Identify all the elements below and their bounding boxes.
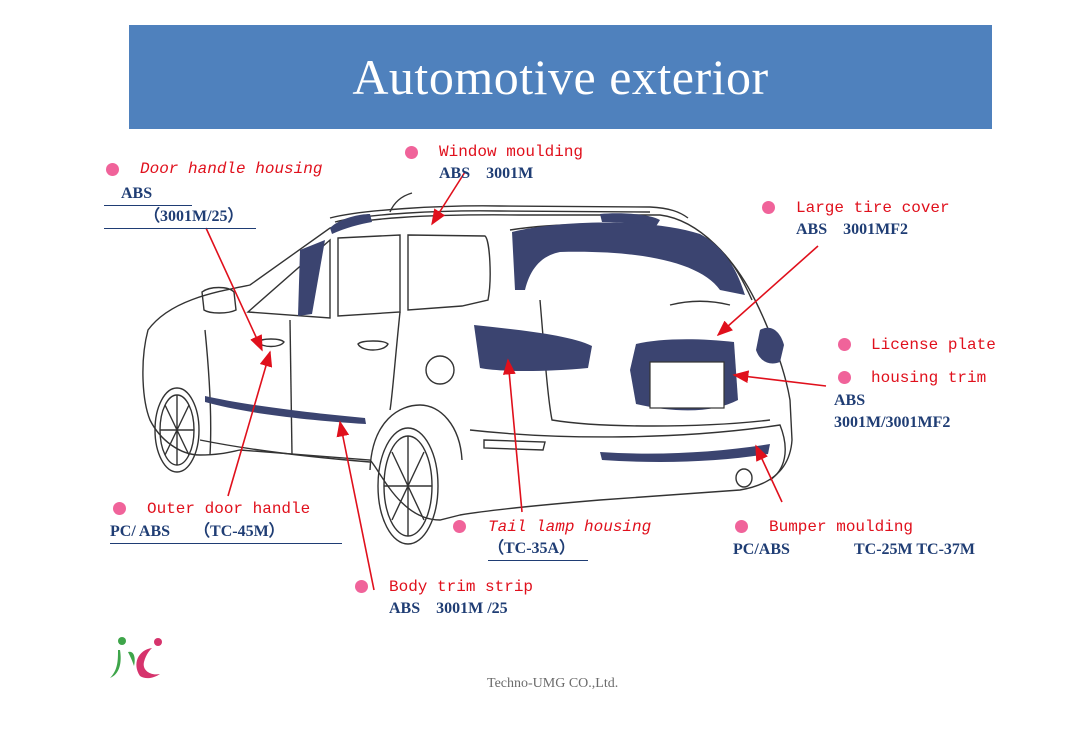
bullet-icon (113, 502, 126, 515)
callout-door-handle-housing-spec: ABS （3001M/25） (104, 183, 256, 229)
part-spec: PC/ABS (733, 541, 790, 558)
part-name: Large tire cover (796, 199, 950, 217)
bullet-icon (762, 201, 775, 214)
bullet-icon (405, 146, 418, 159)
part-spec: ABS 3001M /25 (389, 600, 508, 617)
part-name: Body trim strip (389, 578, 534, 596)
part-spec: （TC-35A） (488, 538, 651, 561)
part-name: housing trim (871, 369, 987, 387)
part-name: Door handle housing (140, 160, 323, 178)
part-spec: 3001M/3001MF2 (834, 414, 951, 431)
part-name: Tail lamp housing (488, 518, 652, 536)
callout-body-trim-strip: Body trim strip ABS 3001M /25 (389, 576, 533, 620)
bullet-icon (453, 520, 466, 533)
part-spec: （3001M/25） (104, 206, 256, 229)
part-name: Bumper moulding (769, 518, 914, 536)
bullet-icon (355, 580, 368, 593)
callout-window-moulding: Window moulding ABS 3001M (439, 141, 583, 185)
callout-bumper-moulding: Bumper moulding (769, 516, 913, 538)
callout-bumper-moulding-spec: PC/ABS (733, 539, 790, 561)
callout-outer-door-handle-spec: PC/ ABS （TC-45M） (110, 521, 342, 544)
part-name: Window moulding (439, 143, 584, 161)
license-plate (649, 361, 725, 409)
callout-door-handle-housing: Door handle housing (140, 158, 322, 180)
part-spec: ABS 3001MF2 (796, 221, 908, 238)
bullet-icon (106, 163, 119, 176)
bullet-icon (838, 371, 851, 384)
callout-outer-door-handle: Outer door handle (147, 498, 310, 520)
footer-company: Techno-UMG CO.,Ltd. (487, 676, 619, 691)
callout-tail-lamp-housing: Tail lamp housing （TC-35A） (488, 516, 651, 561)
callout-license-plate-spec: ABS 3001M/3001MF2 (834, 390, 950, 434)
part-spec: ABS (104, 183, 256, 206)
title-banner: Automotive exterior (129, 25, 992, 129)
callout-license-plate-trim: housing trim (871, 367, 986, 389)
bullet-icon (838, 338, 851, 351)
leader-arrows (205, 171, 827, 591)
page-title: Automotive exterior (352, 49, 769, 105)
part-spec: TC-25M TC-37M (854, 541, 976, 558)
company-logo (110, 637, 162, 679)
part-spec: PC/ ABS （TC-45M） (110, 521, 342, 544)
callout-license-plate: License plate (871, 334, 996, 356)
bullet-icon (735, 520, 748, 533)
part-name: Outer door handle (147, 500, 311, 518)
part-spec: ABS 3001M (439, 165, 534, 182)
callout-bumper-moulding-spec-2: TC-25M TC-37M (854, 539, 975, 561)
part-spec: ABS (834, 392, 866, 409)
callout-large-tire-cover: Large tire cover ABS 3001MF2 (796, 197, 950, 241)
part-name: License plate (871, 336, 996, 354)
